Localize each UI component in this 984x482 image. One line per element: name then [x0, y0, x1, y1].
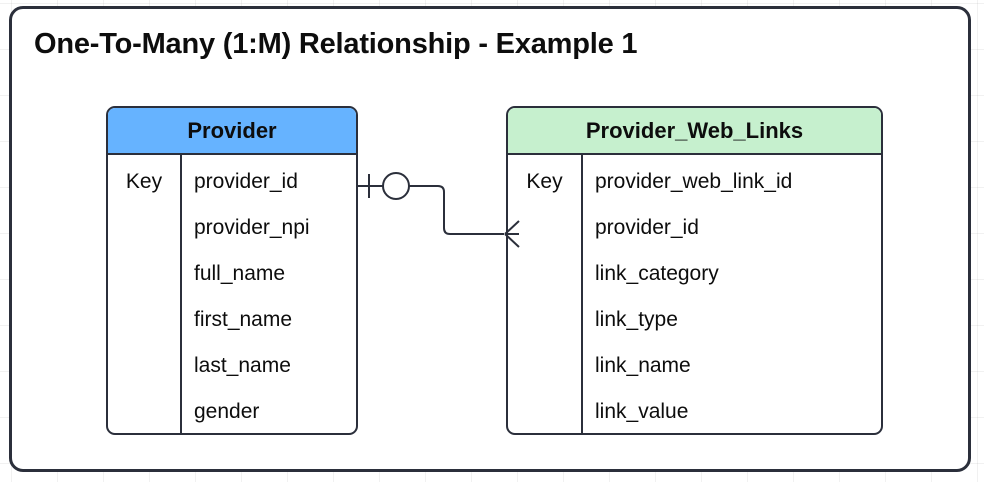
- relationship-line: [409, 185, 504, 235]
- attribute-row[interactable]: full_name: [194, 262, 286, 285]
- attribute-row[interactable]: provider_web_link_id: [595, 170, 793, 193]
- entity-provider-key-column: Key: [108, 155, 182, 433]
- entity-provider[interactable]: Provider Key provider_id provider_npi fu…: [106, 106, 358, 435]
- entity-provider-header: Provider: [108, 108, 356, 155]
- attribute-row[interactable]: link_value: [595, 400, 689, 423]
- relationship-connector-one-to-many[interactable]: [352, 159, 522, 259]
- relationship-svg: [358, 172, 520, 248]
- page-title: One-To-Many (1:M) Relationship - Example…: [34, 28, 638, 60]
- attribute-row[interactable]: link_category: [595, 262, 719, 285]
- diagram-frame: One-To-Many (1:M) Relationship - Example…: [9, 6, 971, 472]
- attribute-row[interactable]: link_name: [595, 354, 691, 377]
- attribute-row[interactable]: provider_npi: [194, 216, 310, 239]
- entity-provider-body: Key provider_id provider_npi full_name f…: [108, 155, 356, 433]
- entity-provider-attribute-column: provider_id provider_npi full_name first…: [182, 155, 356, 433]
- attribute-row[interactable]: provider_id: [194, 170, 298, 193]
- attribute-row[interactable]: provider_id: [595, 216, 699, 239]
- entity-provider-key-label: Key: [125, 170, 163, 193]
- entity-provider-web-links-key-label: Key: [526, 170, 563, 193]
- attribute-row[interactable]: link_type: [595, 308, 678, 331]
- entity-provider-web-links-key-column: Key: [508, 155, 583, 433]
- attribute-row[interactable]: gender: [194, 400, 260, 423]
- entity-provider-web-links-header: Provider_Web_Links: [508, 108, 881, 155]
- entity-provider-web-links-attribute-column: provider_web_link_id provider_id link_ca…: [583, 155, 881, 433]
- attribute-row[interactable]: first_name: [194, 308, 293, 331]
- attribute-row[interactable]: last_name: [194, 354, 291, 377]
- entity-provider-web-links[interactable]: Provider_Web_Links Key provider_web_link…: [506, 106, 883, 435]
- entity-provider-web-links-body: Key provider_web_link_id provider_id lin…: [508, 155, 881, 433]
- optional-circle-icon: [382, 172, 410, 200]
